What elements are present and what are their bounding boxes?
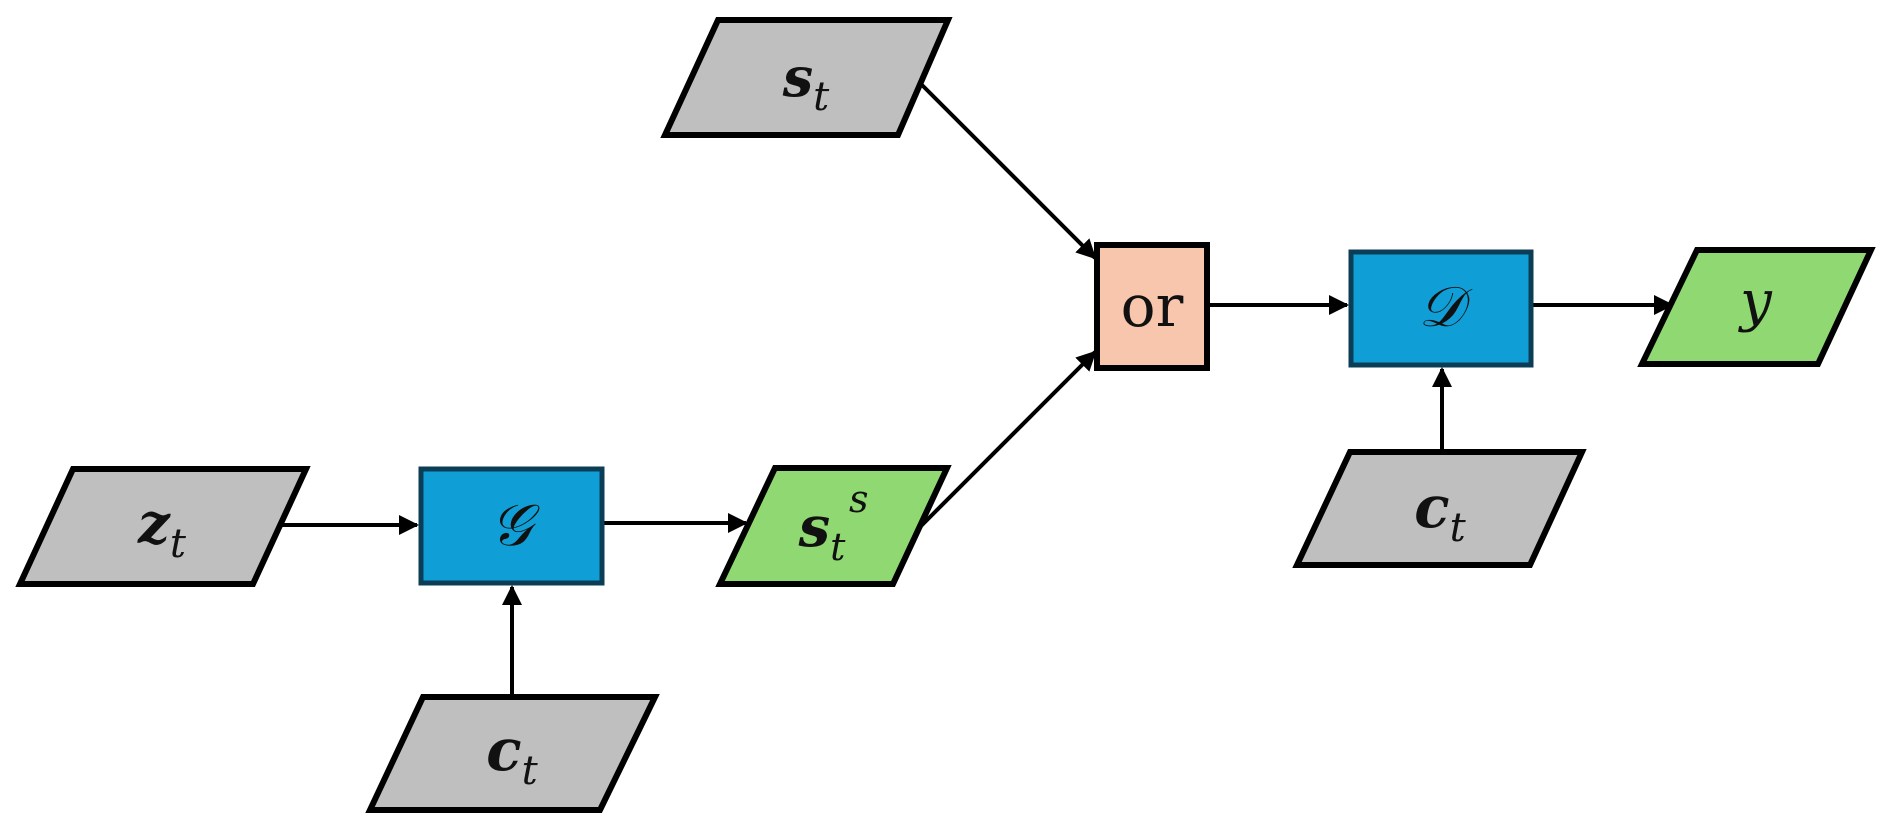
y-shape bbox=[1637, 247, 1876, 367]
s_t_s-shape bbox=[715, 465, 952, 587]
c_t-bottom-sub: t bbox=[522, 748, 539, 794]
s_t_s-sup: s bbox=[849, 477, 869, 521]
edge-s_t-to-or bbox=[920, 83, 1097, 260]
edge-s_t_s-to-or bbox=[915, 350, 1097, 532]
or-shape bbox=[1094, 242, 1210, 371]
node-z_t: zt bbox=[15, 466, 311, 587]
z_t-main: z bbox=[137, 491, 171, 557]
s_t-main: s bbox=[782, 45, 813, 109]
svg-text:st: st bbox=[782, 45, 830, 120]
s_t_s-main: s bbox=[798, 494, 831, 560]
node-c_t-right: ct bbox=[1292, 449, 1587, 568]
discriminator-shape bbox=[1348, 249, 1534, 368]
s_t-shape bbox=[660, 17, 953, 138]
node-s_t_s: st s bbox=[715, 465, 952, 587]
node-discriminator: 𝒟 bbox=[1348, 249, 1534, 368]
z_t-shape bbox=[15, 466, 311, 587]
s_t_s-sub: t bbox=[830, 525, 846, 569]
node-generator: 𝒢 bbox=[418, 466, 605, 586]
node-or: or bbox=[1094, 242, 1210, 371]
z_t-sub: t bbox=[170, 521, 187, 567]
c_t-right-main: c bbox=[1414, 473, 1449, 541]
y-label: y bbox=[1737, 269, 1773, 334]
c_t-right-sub: t bbox=[1450, 505, 1467, 551]
or-label: or bbox=[1121, 272, 1184, 340]
svg-text:ct: ct bbox=[486, 716, 538, 794]
s_t-sub: t bbox=[813, 74, 830, 120]
c_t-bottom-shape bbox=[365, 694, 660, 813]
node-c_t-bottom: ct bbox=[365, 694, 660, 813]
svg-text:st: st bbox=[798, 494, 847, 569]
c_t-right-shape bbox=[1292, 449, 1587, 568]
svg-text:ct: ct bbox=[1414, 473, 1466, 551]
c_t-bottom-main: c bbox=[486, 716, 521, 784]
edges bbox=[278, 83, 1674, 697]
node-y: y bbox=[1637, 247, 1876, 367]
svg-text:zt: zt bbox=[137, 491, 187, 567]
generator-shape bbox=[418, 466, 605, 586]
node-s_t: st bbox=[660, 17, 953, 138]
